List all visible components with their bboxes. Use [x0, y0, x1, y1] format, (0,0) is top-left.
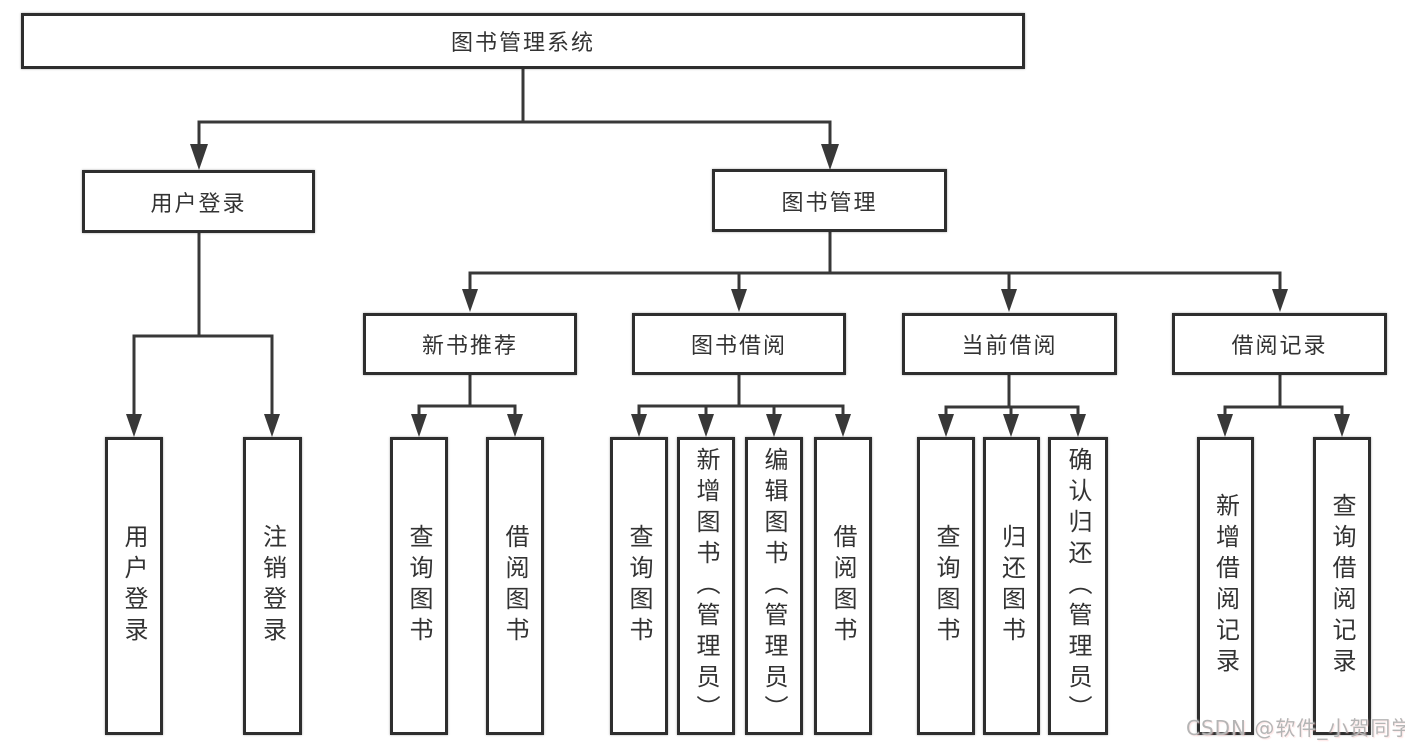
- node-book-borrowing: 图书借阅: [632, 313, 846, 375]
- arrow-down-icon: [126, 414, 142, 437]
- arrow-down-icon: [1070, 414, 1086, 437]
- arrow-down-icon: [835, 414, 851, 437]
- leaf-borrow-books: 借阅图书: [814, 437, 872, 735]
- leaf-query-borrow-record: 查询借阅记录: [1313, 437, 1371, 735]
- arrowheads: [126, 144, 1350, 437]
- arrow-down-icon: [190, 144, 208, 170]
- node-current-borrowing: 当前借阅: [902, 313, 1117, 375]
- arrow-down-icon: [1001, 289, 1017, 312]
- leaf-query-books-borrowing: 查询图书: [610, 437, 668, 735]
- arrow-down-icon: [1003, 414, 1019, 437]
- arrow-down-icon: [264, 414, 280, 437]
- connector-records-branch: [1223, 405, 1344, 418]
- connector-newbook-branch: [417, 404, 517, 418]
- watermark: CSDN @软件_小贺同学: [1186, 716, 1405, 740]
- leaf-return-books: 归还图书: [983, 437, 1040, 735]
- arrow-down-icon: [698, 414, 714, 437]
- arrow-down-icon: [766, 414, 782, 437]
- connector-level3-branch: [468, 271, 1282, 294]
- leaf-add-books-admin: 新增图书（管理员）: [677, 437, 735, 735]
- leaf-query-books-recommend: 查询图书: [390, 437, 448, 735]
- node-library-system: 图书管理系统: [21, 13, 1025, 69]
- connector-borrowing-branch: [637, 404, 845, 418]
- arrow-down-icon: [731, 289, 747, 312]
- arrow-down-icon: [821, 144, 839, 170]
- arrow-down-icon: [507, 414, 523, 437]
- leaf-confirm-return-admin: 确认归还（管理员）: [1048, 437, 1108, 735]
- arrow-down-icon: [411, 414, 427, 437]
- leaf-logout: 注销登录: [243, 437, 302, 735]
- node-user-login: 用户登录: [82, 170, 315, 233]
- arrow-down-icon: [462, 289, 478, 312]
- leaf-user-login: 用户登录: [105, 437, 163, 735]
- leaf-query-books-current: 查询图书: [917, 437, 975, 735]
- connector-level2-branch: [197, 120, 832, 150]
- leaf-edit-books-admin: 编辑图书（管理员）: [745, 437, 803, 735]
- arrow-down-icon: [1334, 414, 1350, 437]
- leaf-borrow-books-recommend: 借阅图书: [486, 437, 544, 735]
- arrow-down-icon: [631, 414, 647, 437]
- arrow-down-icon: [1217, 414, 1233, 437]
- leaf-add-borrow-record: 新增借阅记录: [1197, 437, 1254, 735]
- connector-user-login-branch: [132, 334, 274, 420]
- node-new-book-recommendation: 新书推荐: [363, 313, 577, 375]
- node-borrowing-records: 借阅记录: [1172, 313, 1387, 375]
- arrow-down-icon: [938, 414, 954, 437]
- arrow-down-icon: [1272, 289, 1288, 312]
- node-book-management: 图书管理: [712, 169, 947, 232]
